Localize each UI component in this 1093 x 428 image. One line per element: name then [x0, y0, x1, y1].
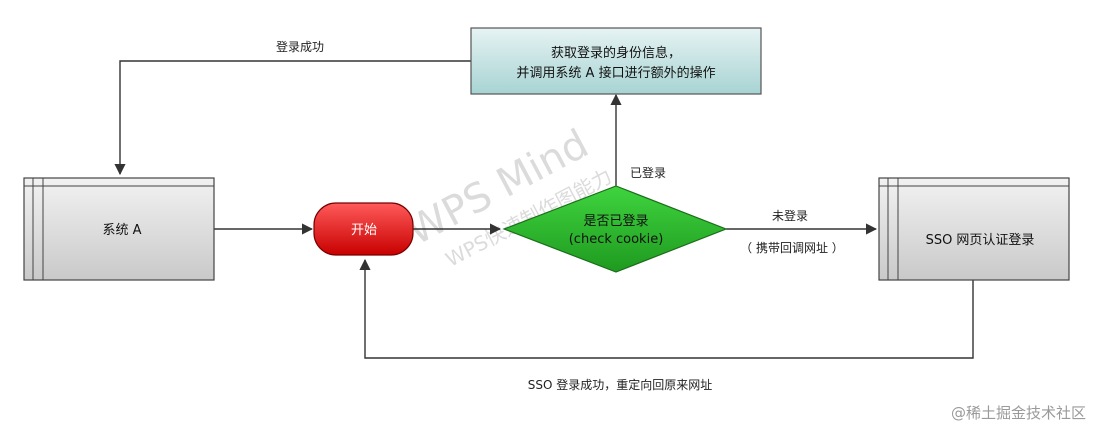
system-a-label: 系统 A [102, 223, 141, 238]
decision-node: 是否已登录 (check cookie) [502, 185, 728, 273]
connectors [114, 60, 974, 359]
sso-label: SSO 网页认证登录 [926, 233, 1035, 248]
system-a-node: 系统 A [23, 177, 215, 281]
top-info-line2: 并调用系统 A 接口进行额外的操作 [516, 65, 715, 81]
top-info-node: 获取登录的身份信息， 并调用系统 A 接口进行额外的操作 [470, 27, 762, 95]
footer-credit: @稀土掘金技术社区 [951, 404, 1086, 422]
start-label: 开始 [351, 223, 377, 238]
start-node: 开始 [313, 202, 414, 256]
decision-label-line1: 是否已登录 [583, 214, 648, 229]
edge-label-not-logged-in: 未登录 [772, 208, 808, 223]
edge-label-callback: （ 携带回调网址 ） [740, 240, 844, 255]
sso-node: SSO 网页认证登录 [878, 177, 1070, 281]
edge-label-logged-in: 已登录 [630, 165, 666, 180]
decision-label-line2: (check cookie) [569, 232, 664, 247]
edge-sso-redirect [359, 258, 974, 359]
top-info-line1: 获取登录的身份信息， [551, 45, 681, 61]
edge-label-sso-redirect: SSO 登录成功，重定向回原来网址 [528, 377, 713, 392]
edge-label-login-success: 登录成功 [276, 39, 324, 54]
edge-login-success [114, 60, 471, 176]
